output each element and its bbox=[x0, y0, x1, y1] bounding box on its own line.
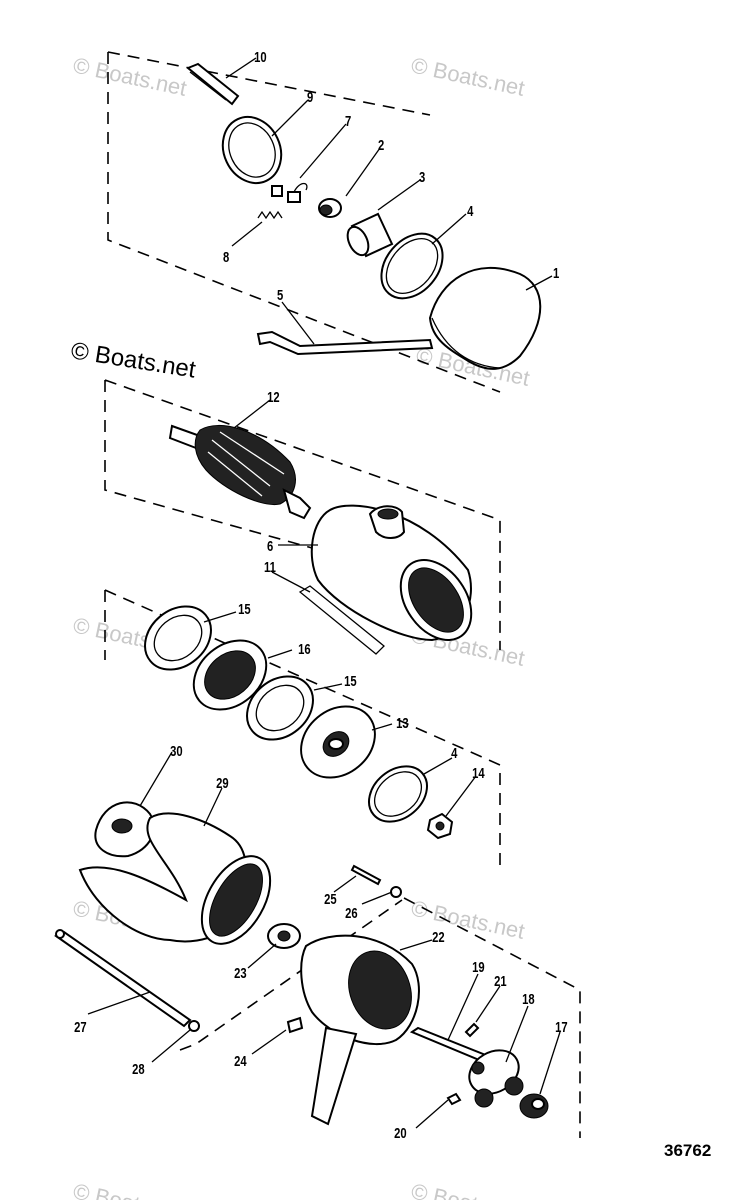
plates-group bbox=[104, 589, 501, 865]
callout-17: 17 bbox=[555, 1018, 568, 1035]
part-4-oring bbox=[368, 765, 428, 823]
part-5-rod bbox=[256, 330, 434, 356]
callout-13: 13 bbox=[396, 714, 409, 731]
part-24-screw bbox=[286, 1016, 304, 1034]
callout-24: 24 bbox=[234, 1052, 247, 1069]
part-6-frame bbox=[310, 504, 473, 642]
callout-7: 7 bbox=[345, 112, 351, 129]
part-22-housing bbox=[300, 934, 420, 1126]
propeller-group bbox=[54, 801, 581, 1138]
part-4-oring bbox=[380, 232, 444, 300]
part-15-gasket bbox=[144, 605, 212, 671]
part-10-clip bbox=[186, 62, 240, 106]
part-20-pin bbox=[446, 1092, 462, 1106]
end-cap-group bbox=[107, 51, 542, 393]
watermark: © Boats.net bbox=[71, 1178, 189, 1200]
callout-18: 18 bbox=[522, 990, 535, 1007]
group-boundary bbox=[104, 379, 501, 650]
part-17-pinion bbox=[519, 1093, 549, 1119]
callout-14: 14 bbox=[472, 764, 485, 781]
part-29-propeller bbox=[78, 812, 272, 945]
callout-28: 28 bbox=[132, 1060, 145, 1077]
callout-30: 30 bbox=[170, 742, 183, 759]
callout-10: 10 bbox=[254, 48, 267, 65]
part-25-screw bbox=[350, 864, 382, 886]
group-boundary bbox=[107, 51, 501, 393]
part-12-armature bbox=[168, 424, 312, 520]
part-21-pin bbox=[464, 1022, 480, 1038]
callout-15: 15 bbox=[344, 672, 357, 689]
part-26-washer bbox=[390, 886, 402, 898]
callout-29: 29 bbox=[216, 774, 229, 791]
callout-2: 2 bbox=[378, 136, 384, 153]
callout-6: 6 bbox=[267, 537, 273, 554]
callout-4: 4 bbox=[451, 744, 458, 761]
part-7-brush bbox=[271, 185, 283, 197]
part-30-thrust-hub bbox=[94, 801, 155, 858]
part-1-end-cap bbox=[428, 266, 542, 370]
callout-22: 22 bbox=[432, 928, 445, 945]
callout-9: 9 bbox=[307, 88, 313, 105]
part-28-washer bbox=[188, 1020, 200, 1032]
callout-16: 16 bbox=[298, 640, 311, 657]
callout-3: 3 bbox=[419, 168, 425, 185]
part-11-gasket bbox=[298, 585, 385, 655]
callout-labels: 10 9 7 2 3 4 1 8 5 12 6 11 15 16 15 13 4… bbox=[74, 48, 568, 1141]
armature-frame-group bbox=[104, 379, 501, 655]
callout-12: 12 bbox=[267, 388, 280, 405]
part-19-shaft bbox=[409, 1026, 490, 1064]
part-13-hub bbox=[300, 705, 376, 779]
callout-5: 5 bbox=[277, 286, 283, 303]
part-15-gasket bbox=[246, 675, 314, 741]
callout-1: 1 bbox=[553, 264, 559, 281]
callout-11: 11 bbox=[264, 558, 276, 575]
callout-8: 8 bbox=[223, 248, 229, 265]
part-27-bolt bbox=[54, 930, 192, 1028]
callout-15: 15 bbox=[238, 600, 251, 617]
callout-19: 19 bbox=[472, 958, 485, 975]
figure-number: 36762 bbox=[664, 1141, 711, 1160]
watermark: © Boats.net bbox=[409, 52, 527, 100]
callout-20: 20 bbox=[394, 1124, 407, 1141]
part-9-ring bbox=[221, 115, 283, 185]
callout-25: 25 bbox=[324, 890, 337, 907]
watermark: © Boats.net bbox=[71, 52, 189, 100]
callout-27: 27 bbox=[74, 1018, 87, 1035]
callout-26: 26 bbox=[345, 904, 358, 921]
callout-21: 21 bbox=[494, 972, 507, 989]
main-watermark: © Boats.net bbox=[69, 337, 198, 383]
watermark: © Boats.net bbox=[409, 895, 527, 943]
watermark: © Boats.net bbox=[409, 1178, 527, 1200]
callout-4: 4 bbox=[467, 202, 474, 219]
callout-23: 23 bbox=[234, 964, 247, 981]
leader-lines bbox=[87, 57, 561, 1129]
part-8-spring bbox=[257, 210, 283, 220]
